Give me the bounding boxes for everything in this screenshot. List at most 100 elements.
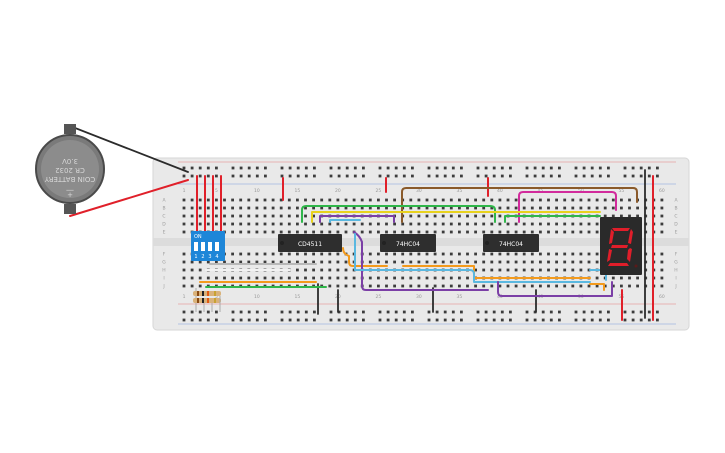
breadboard-hole[interactable] bbox=[304, 206, 307, 210]
breadboard-hole[interactable] bbox=[460, 310, 463, 314]
breadboard-hole[interactable] bbox=[500, 310, 504, 314]
breadboard-hole[interactable] bbox=[539, 252, 542, 256]
breadboard-hole[interactable] bbox=[449, 260, 453, 264]
breadboard-hole[interactable] bbox=[623, 318, 627, 322]
breadboard-hole[interactable] bbox=[271, 276, 275, 280]
breadboard-hole[interactable] bbox=[231, 252, 234, 256]
breadboard-hole[interactable] bbox=[263, 252, 267, 256]
breadboard-hole[interactable] bbox=[378, 166, 382, 170]
breadboard-hole[interactable] bbox=[449, 222, 453, 226]
breadboard-hole[interactable] bbox=[409, 230, 413, 234]
breadboard-hole[interactable] bbox=[206, 260, 210, 264]
breadboard-hole[interactable] bbox=[555, 284, 558, 288]
breadboard-hole[interactable] bbox=[435, 174, 439, 178]
breadboard-hole[interactable] bbox=[313, 318, 316, 322]
breadboard-hole[interactable] bbox=[611, 198, 615, 202]
breadboard-hole[interactable] bbox=[514, 198, 518, 202]
coin-battery[interactable]: COIN BATTERY CR 2032 3.0V — + bbox=[35, 124, 105, 214]
breadboard-hole[interactable] bbox=[328, 230, 332, 234]
breadboard-hole[interactable] bbox=[500, 166, 504, 170]
breadboard-hole[interactable] bbox=[458, 198, 461, 202]
breadboard-hole[interactable] bbox=[660, 284, 664, 288]
breadboard-hole[interactable] bbox=[247, 206, 251, 210]
breadboard-hole[interactable] bbox=[425, 276, 429, 280]
breadboard-hole[interactable] bbox=[639, 310, 643, 314]
breadboard-hole[interactable] bbox=[620, 214, 623, 218]
breadboard-hole[interactable] bbox=[427, 174, 431, 178]
breadboard-hole[interactable] bbox=[660, 222, 664, 226]
breadboard-hole[interactable] bbox=[466, 214, 469, 218]
breadboard-hole[interactable] bbox=[198, 214, 202, 218]
breadboard-hole[interactable] bbox=[368, 222, 372, 226]
breadboard-hole[interactable] bbox=[620, 206, 623, 210]
breadboard-hole[interactable] bbox=[255, 318, 259, 322]
breadboard-hole[interactable] bbox=[425, 214, 429, 218]
breadboard-hole[interactable] bbox=[435, 318, 439, 322]
breadboard-hole[interactable] bbox=[304, 268, 307, 272]
breadboard-hole[interactable] bbox=[287, 252, 291, 256]
breadboard-hole[interactable] bbox=[320, 230, 324, 234]
resistors[interactable] bbox=[193, 288, 221, 312]
breadboard-hole[interactable] bbox=[255, 260, 259, 264]
breadboard-hole[interactable] bbox=[182, 222, 186, 226]
breadboard-hole[interactable] bbox=[223, 198, 226, 202]
breadboard-hole[interactable] bbox=[482, 222, 486, 226]
breadboard-hole[interactable] bbox=[231, 222, 234, 226]
breadboard-hole[interactable] bbox=[344, 284, 348, 288]
dip-toggle-2[interactable] bbox=[201, 242, 205, 251]
breadboard-hole[interactable] bbox=[215, 276, 218, 280]
breadboard-hole[interactable] bbox=[466, 206, 469, 210]
breadboard-hole[interactable] bbox=[547, 268, 550, 272]
breadboard-hole[interactable] bbox=[476, 166, 480, 170]
breadboard-hole[interactable] bbox=[490, 198, 494, 202]
breadboard-hole[interactable] bbox=[279, 260, 283, 264]
breadboard-hole[interactable] bbox=[595, 260, 599, 264]
breadboard-hole[interactable] bbox=[563, 252, 567, 256]
breadboard-hole[interactable] bbox=[509, 318, 512, 322]
breadboard-hole[interactable] bbox=[368, 260, 372, 264]
breadboard-hole[interactable] bbox=[582, 174, 586, 178]
breadboard-hole[interactable] bbox=[215, 166, 218, 170]
breadboard-hole[interactable] bbox=[598, 310, 602, 314]
breadboard-hole[interactable] bbox=[231, 206, 234, 210]
breadboard-hole[interactable] bbox=[239, 214, 243, 218]
breadboard-hole[interactable] bbox=[264, 310, 267, 314]
breadboard-hole[interactable] bbox=[255, 230, 259, 234]
breadboard-hole[interactable] bbox=[484, 318, 488, 322]
breadboard-hole[interactable] bbox=[631, 310, 635, 314]
breadboard-hole[interactable] bbox=[628, 284, 631, 288]
breadboard-hole[interactable] bbox=[458, 214, 461, 218]
breadboard-hole[interactable] bbox=[474, 252, 477, 256]
breadboard-hole[interactable] bbox=[466, 276, 469, 280]
breadboard-hole[interactable] bbox=[411, 174, 414, 178]
breadboard-hole[interactable] bbox=[352, 206, 356, 210]
breadboard-hole[interactable] bbox=[558, 166, 561, 170]
breadboard-hole[interactable] bbox=[500, 174, 504, 178]
breadboard-hole[interactable] bbox=[525, 310, 529, 314]
breadboard-hole[interactable] bbox=[271, 222, 275, 226]
breadboard-hole[interactable] bbox=[490, 206, 494, 210]
resistor-2[interactable] bbox=[193, 298, 221, 303]
breadboard-hole[interactable] bbox=[631, 318, 635, 322]
breadboard-hole[interactable] bbox=[603, 284, 607, 288]
breadboard-hole[interactable] bbox=[656, 174, 659, 178]
breadboard-hole[interactable] bbox=[190, 318, 194, 322]
dip-switch[interactable]: ON 1 2 3 4 bbox=[191, 231, 225, 261]
breadboard-hole[interactable] bbox=[279, 222, 283, 226]
breadboard-hole[interactable] bbox=[433, 222, 437, 226]
breadboard-hole[interactable] bbox=[386, 166, 390, 170]
breadboard-hole[interactable] bbox=[498, 252, 502, 256]
breadboard-hole[interactable] bbox=[598, 174, 602, 178]
breadboard-hole[interactable] bbox=[377, 222, 380, 226]
breadboard-hole[interactable] bbox=[263, 276, 267, 280]
breadboard-hole[interactable] bbox=[492, 318, 496, 322]
breadboard-hole[interactable] bbox=[417, 230, 421, 234]
breadboard-hole[interactable] bbox=[506, 252, 510, 256]
breadboard-hole[interactable] bbox=[611, 206, 615, 210]
breadboard-hole[interactable] bbox=[636, 214, 639, 218]
breadboard-hole[interactable] bbox=[182, 318, 186, 322]
breadboard-hole[interactable] bbox=[304, 252, 307, 256]
breadboard-hole[interactable] bbox=[466, 230, 469, 234]
breadboard-hole[interactable] bbox=[514, 268, 518, 272]
breadboard-hole[interactable] bbox=[287, 222, 291, 226]
